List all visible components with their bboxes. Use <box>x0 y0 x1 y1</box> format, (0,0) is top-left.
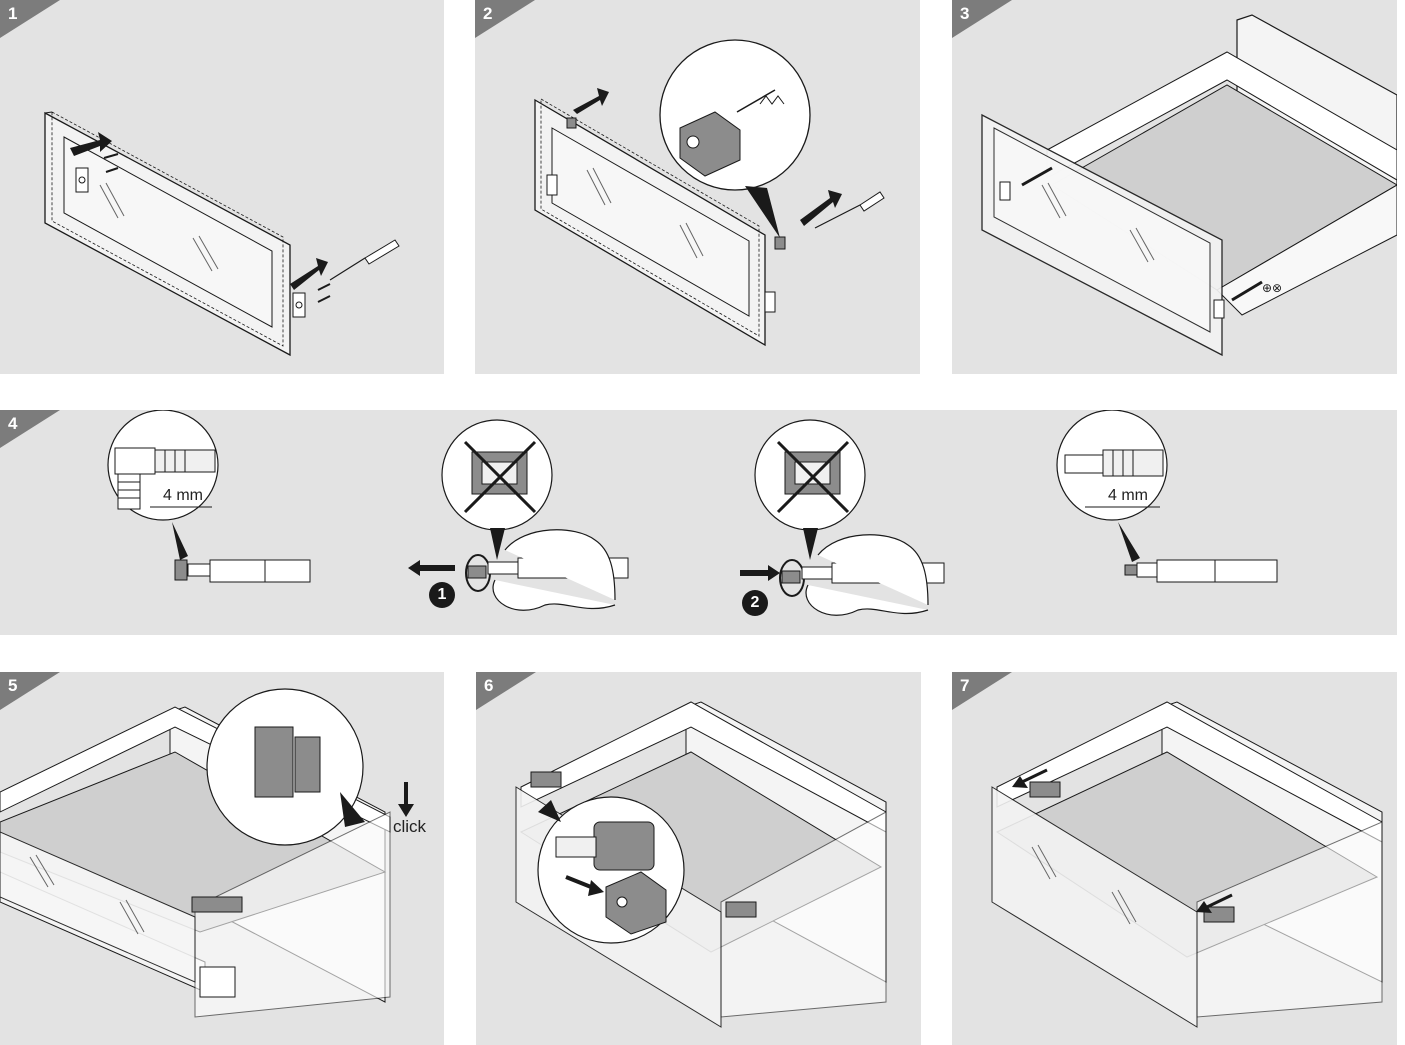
measurement-label-left: 4 mm <box>163 487 203 505</box>
step-4-illustration <box>0 410 1397 635</box>
step-2-illustration <box>475 0 920 374</box>
click-label: click <box>393 817 426 837</box>
step-7-illustration <box>952 672 1397 1045</box>
step-1-panel: 1 <box>0 0 444 374</box>
step-number: 4 <box>8 414 17 434</box>
step-badge-1: 1 <box>429 582 455 608</box>
svg-text:⊕⊗: ⊕⊗ <box>1262 281 1282 295</box>
step-3-illustration: ⊕⊗ <box>952 0 1397 374</box>
step-3-panel: ⊕⊗ 3 <box>952 0 1397 374</box>
step-5-panel: 5 click <box>0 672 444 1045</box>
measurement-label-right: 4 mm <box>1108 487 1148 505</box>
step-number: 3 <box>960 4 969 24</box>
step-number: 6 <box>484 676 493 696</box>
step-4-panel: 4 4 mm 4 mm 1 2 <box>0 410 1397 635</box>
step-2-panel: 2 <box>475 0 920 374</box>
step-number: 5 <box>8 676 17 696</box>
step-6-panel: 6 <box>476 672 921 1045</box>
step-number: 7 <box>960 676 969 696</box>
step-6-illustration <box>476 672 921 1045</box>
step-7-panel: 7 <box>952 672 1397 1045</box>
step-number: 1 <box>8 4 17 24</box>
step-number: 2 <box>483 4 492 24</box>
step-1-illustration <box>0 0 444 374</box>
step-5-illustration <box>0 672 444 1045</box>
step-badge-2: 2 <box>742 590 768 616</box>
